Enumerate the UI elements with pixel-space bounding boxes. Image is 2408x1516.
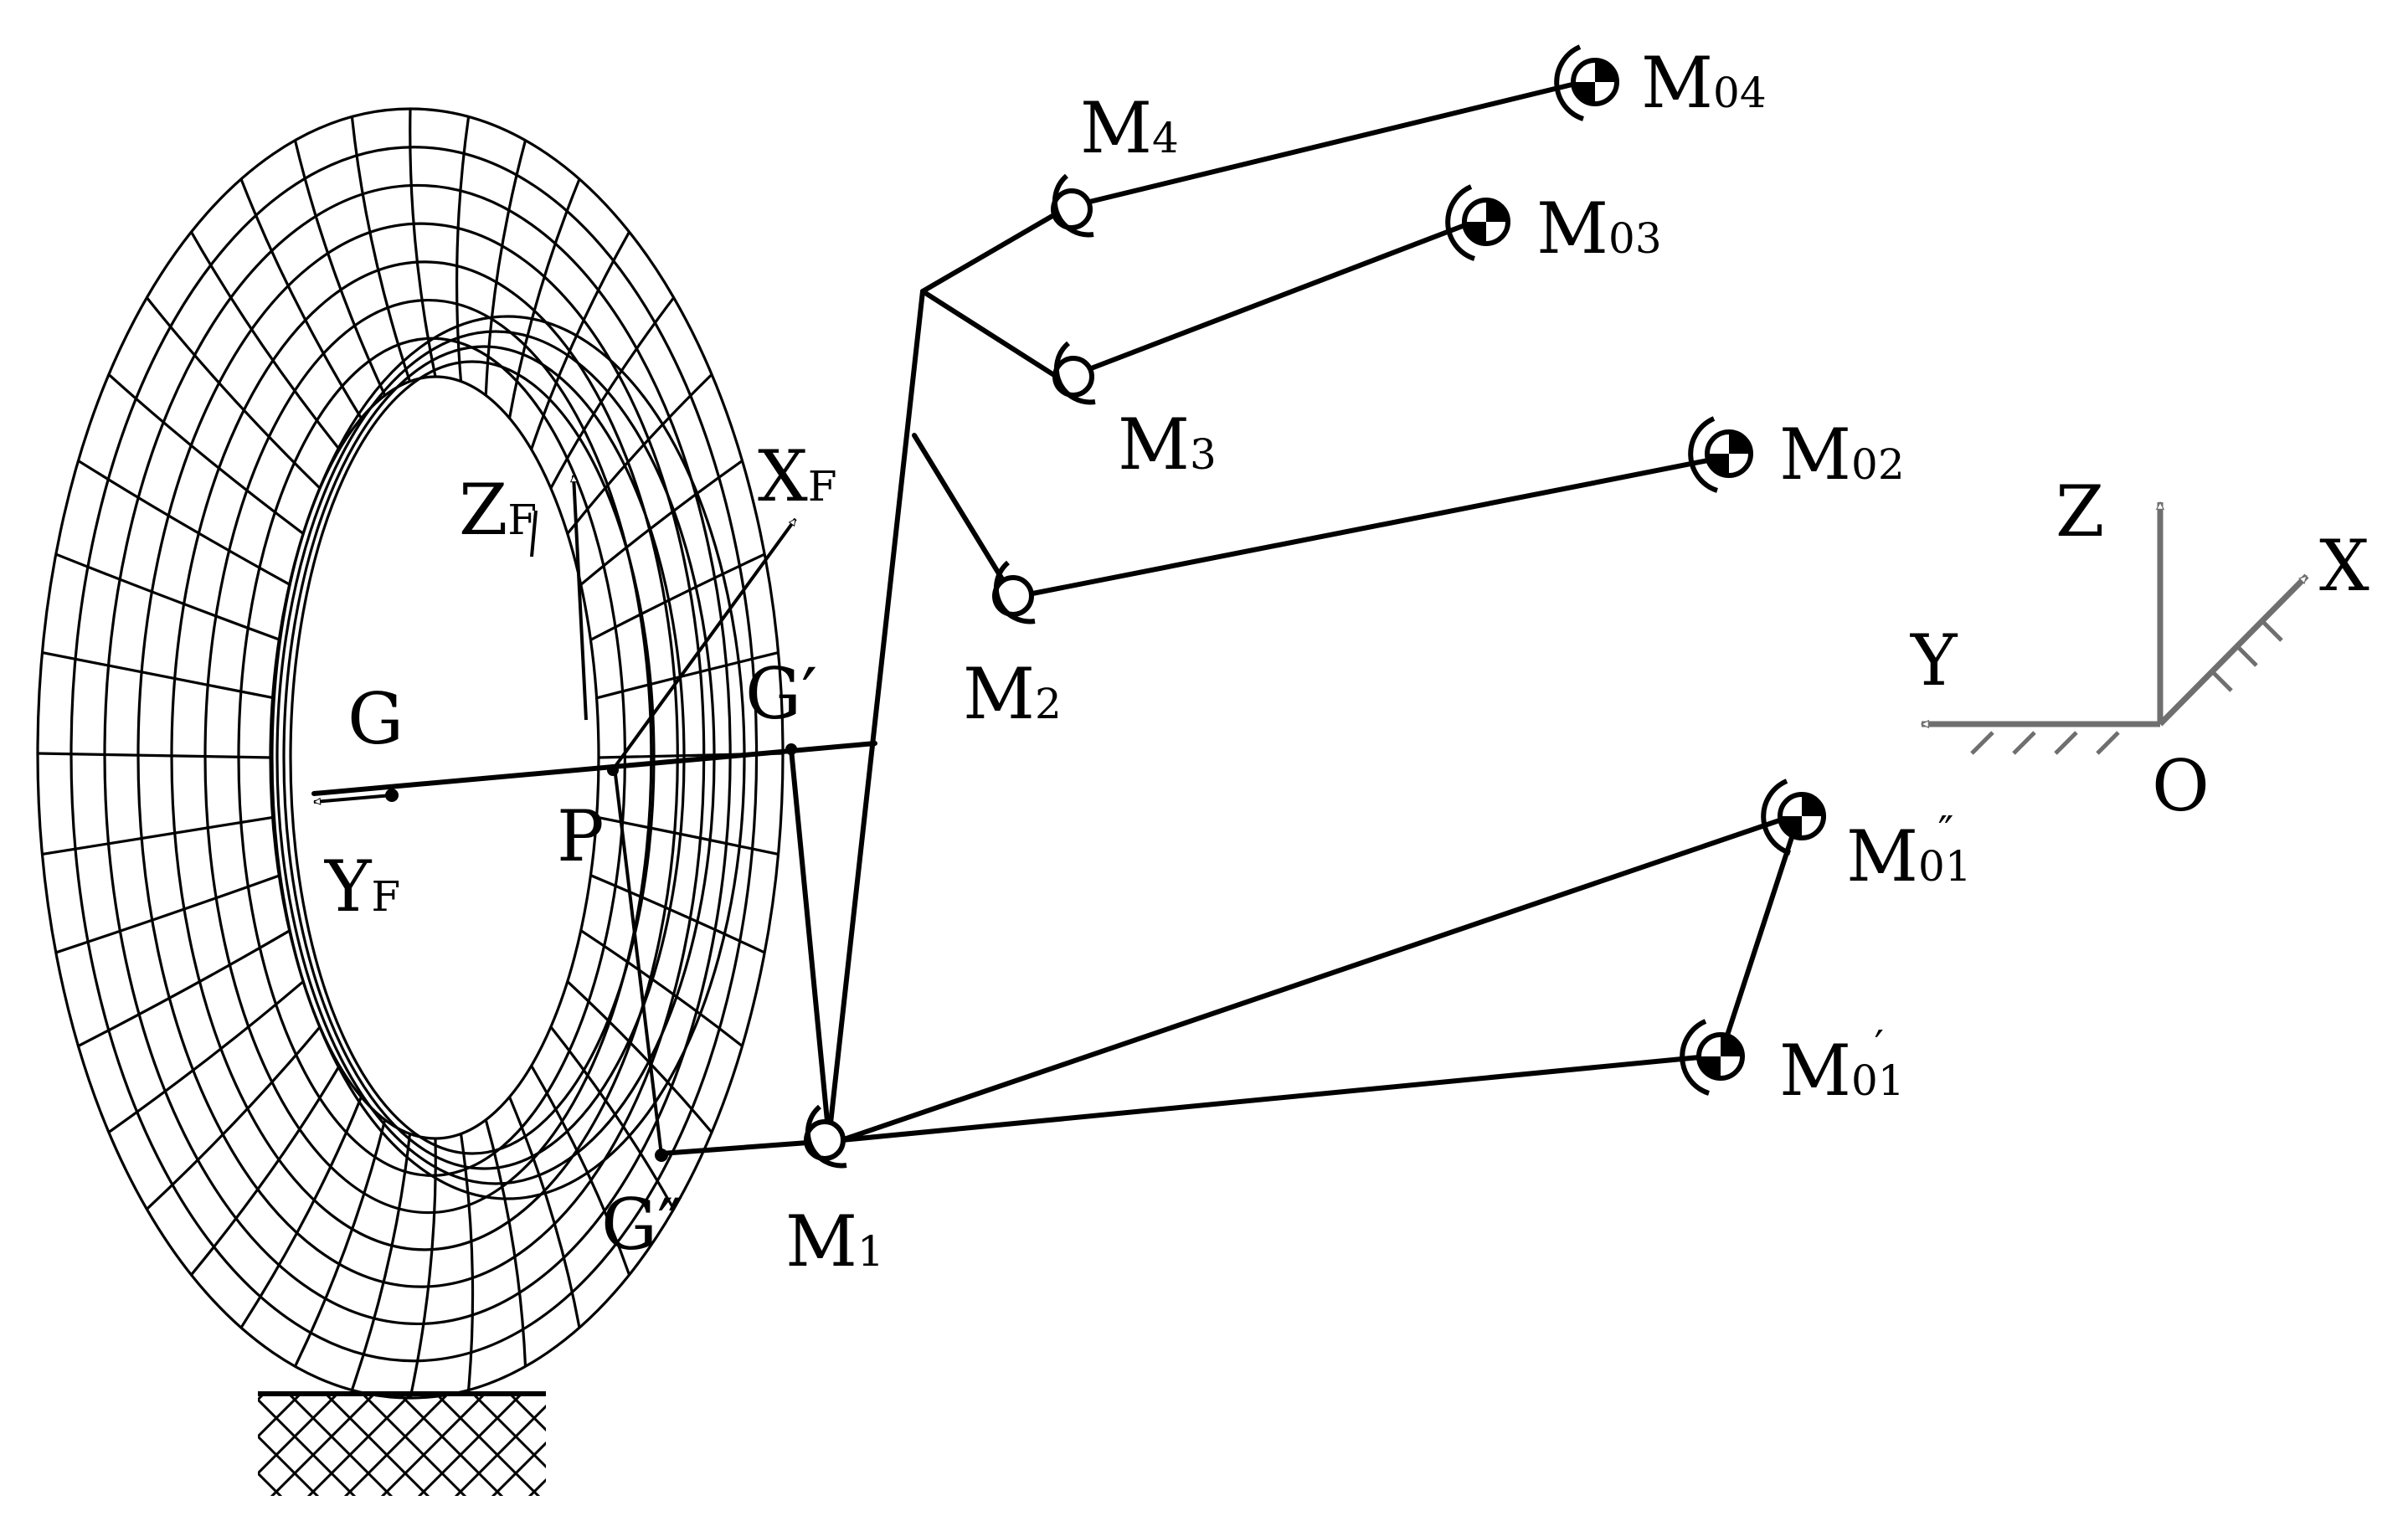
tire-mesh-spoke (239, 1096, 363, 1328)
tire-sidewall-ring (269, 315, 746, 1200)
tire-mesh-spoke (190, 1065, 341, 1276)
tire-mesh-spoke (294, 1119, 387, 1368)
tire-mesh-spoke (596, 815, 779, 856)
tire-mesh-ring (170, 260, 679, 1251)
tire-mesh-spoke (55, 552, 281, 641)
tire-mesh-spoke (459, 1133, 475, 1390)
label-xf: XF (758, 435, 837, 517)
tire-inner-outline (270, 375, 600, 1140)
label-x: X (2319, 525, 2369, 607)
tire-mesh-spoke (107, 373, 305, 535)
tire-mesh-ring (136, 222, 706, 1288)
point-g (385, 789, 399, 802)
fixed-mount-icon (1688, 416, 1753, 493)
fixed-mount-icon (1554, 44, 1619, 121)
label-m01-double-prime: M01″ (1846, 807, 1972, 897)
label-p: P (557, 795, 605, 877)
tire-mesh-spoke (589, 874, 765, 954)
tire-mesh-ring (103, 183, 732, 1326)
fixed-mount-icon (1680, 1019, 1745, 1096)
ball-joint-icon (1052, 341, 1096, 405)
tire-mesh-spoke (42, 650, 275, 700)
label-m04: M04 (1641, 42, 1767, 124)
tire-mesh-spoke (77, 460, 291, 586)
label-m01-prime: M01′ (1779, 1021, 1905, 1112)
joint-points (385, 743, 797, 1162)
label-m03: M03 (1536, 188, 1662, 270)
tire-mesh (36, 107, 785, 1400)
tire-mesh-spoke (484, 1119, 527, 1367)
fixed-mount-icon (1445, 184, 1510, 261)
tire-mesh-spoke (146, 296, 322, 490)
fixed-mount-icon (1761, 779, 1826, 856)
ball-joint-icon (992, 560, 1036, 624)
point-g-double-prime (655, 1149, 668, 1162)
tire-mesh-spoke (239, 178, 363, 419)
tire-mesh-spoke (108, 980, 305, 1133)
tire-mesh-spoke (77, 929, 291, 1047)
point-g-prime (785, 743, 797, 755)
point-p (607, 764, 619, 776)
tire-mesh-spoke (589, 552, 765, 641)
label-m02: M02 (1779, 414, 1905, 496)
labels: M4 M04 M03 M3 M02 M2 M1 M01″ M01′ G G′ G… (324, 42, 2369, 1282)
joints (804, 44, 1826, 1169)
label-y: Y (1910, 619, 1958, 701)
tire-mesh-spoke (596, 650, 779, 700)
ground-hatch-icon (258, 1391, 546, 1496)
label-z: Z (2056, 470, 2104, 552)
tire-sidewall-ring (282, 345, 686, 1170)
tire-mesh-spoke (42, 815, 275, 856)
label-g: G (347, 678, 404, 760)
tire-mesh-spoke (409, 1138, 437, 1399)
tire-mesh-spoke (190, 231, 341, 450)
tire-mesh-spoke (507, 178, 581, 419)
tire-mesh-spoke (409, 108, 437, 378)
label-m3: M3 (1118, 403, 1217, 486)
label-m2: M2 (963, 653, 1062, 735)
tire-mesh-spoke (530, 231, 630, 450)
tire-mesh-spoke (350, 1133, 412, 1391)
label-g-prime: G′ (745, 653, 817, 735)
label-m1: M1 (785, 1200, 884, 1282)
tire-mesh-spoke (484, 140, 527, 396)
tire-mesh-spoke (579, 929, 743, 1047)
tire-mesh-spoke (37, 752, 273, 759)
global-axes (1922, 502, 2309, 755)
tire-mesh-spoke (579, 460, 743, 586)
suspension-links (311, 80, 1798, 1156)
tire-mesh-spoke (508, 1096, 581, 1328)
label-g-double-prime: G″ (601, 1184, 684, 1266)
label-yf: YF (324, 845, 400, 928)
tire-mesh-spoke (530, 1065, 631, 1276)
ball-joint-icon (804, 1104, 847, 1169)
tire-mesh-spoke (146, 1025, 322, 1210)
fixed-mount-icon (1970, 618, 2283, 755)
tire-mesh-spoke (566, 373, 713, 535)
tire-mesh-spoke (293, 140, 387, 396)
tire-mesh-spoke (549, 1025, 676, 1210)
tire-mesh-spoke (55, 874, 281, 954)
label-o: O (2152, 745, 2210, 827)
tire-mesh-spoke (549, 296, 675, 490)
ball-joint-icon (1051, 173, 1094, 238)
label-m4: M4 (1080, 87, 1179, 169)
label-zf: ZF (459, 469, 537, 551)
tire-mesh-spoke (566, 980, 713, 1133)
tire-mesh-spoke (350, 116, 412, 383)
tire-mesh-spoke (455, 116, 471, 382)
